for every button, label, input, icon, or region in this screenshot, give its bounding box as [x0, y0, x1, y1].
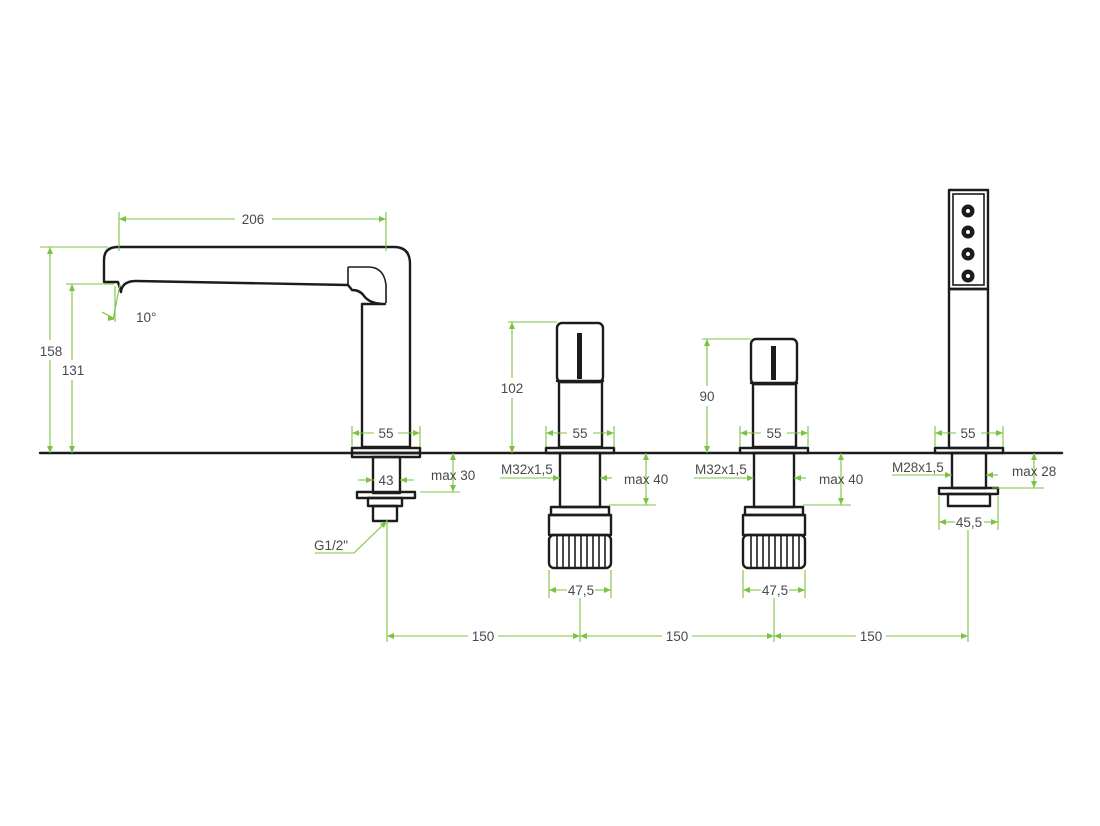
dim-valve-right-thread: M32x1,5 [695, 462, 747, 477]
valve-right-shank [752, 451, 796, 509]
dim-shower-nut: 45,5 [956, 515, 982, 530]
valve-left-knurl [556, 536, 606, 567]
spout [102, 245, 422, 523]
dim-shower-thread: M28x1,5 [892, 460, 944, 475]
valve-left [544, 321, 616, 570]
dim-spout-length: 206 [242, 212, 265, 227]
dim-valve-right-max: max 40 [819, 472, 863, 487]
dim-height-total: 158 [40, 344, 63, 359]
dim-valve-right-nut: 47,5 [762, 583, 788, 598]
shower-head-face [952, 193, 985, 286]
dim-valve-left-max: max 40 [624, 472, 668, 487]
valve-left-nut [547, 533, 613, 570]
spout-inner-curve [348, 266, 387, 303]
dim-shower-max: max 28 [1012, 464, 1056, 479]
spout-body [102, 245, 412, 449]
shower-handle [947, 287, 990, 450]
valve-left-collar [547, 513, 613, 537]
shower-shank [950, 451, 988, 490]
spout-connector [371, 504, 399, 523]
dim-valve-left-thread: M32x1,5 [501, 462, 553, 477]
hand-shower [933, 188, 1005, 508]
shower-nut [946, 492, 992, 508]
valve-right-nut [741, 533, 807, 570]
valve-left-shank [558, 451, 602, 509]
valve-right [738, 337, 810, 570]
dim-spacing-2: 150 [666, 629, 689, 644]
valve-right-handle-slot [771, 346, 776, 380]
dim-valve-left-base: 55 [572, 426, 587, 441]
dim-spacing-3: 150 [860, 629, 883, 644]
dim-spout-angle: 10° [136, 310, 156, 325]
dim-valve-left-nut: 47,5 [568, 583, 594, 598]
dim-spout-thread: G1/2" [314, 538, 348, 553]
valve-left-handle-slot [577, 333, 582, 379]
dimensions: 206 158 131 10° 55 43 [40, 212, 1056, 644]
valve-right-knurl [750, 536, 800, 567]
dim-spout-base: 55 [378, 426, 393, 441]
valve-right-collar [741, 513, 807, 537]
dim-spacing-1: 150 [472, 629, 495, 644]
dim-valve-right-height: 90 [699, 389, 714, 404]
dim-spout-shank: 43 [378, 473, 393, 488]
dim-height-outlet: 131 [62, 363, 85, 378]
dim-spout-max: max 30 [431, 468, 475, 483]
dim-valve-left-height: 102 [501, 381, 524, 396]
dim-valve-right-base: 55 [766, 426, 781, 441]
dim-shower-base: 55 [960, 426, 975, 441]
